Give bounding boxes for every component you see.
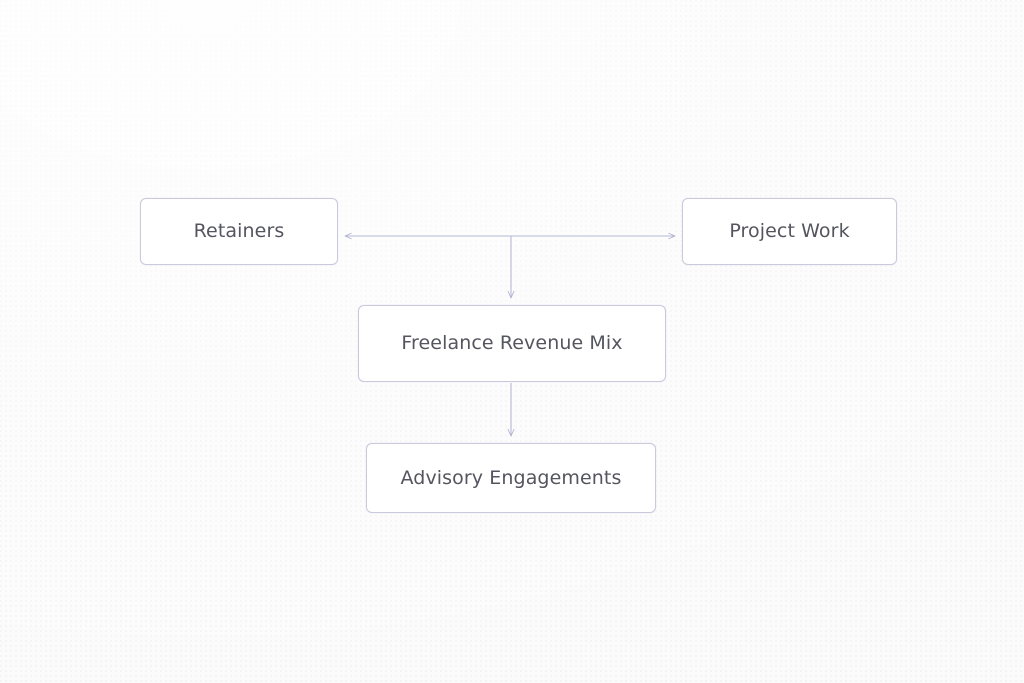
- node-retainers[interactable]: Retainers: [140, 198, 338, 265]
- node-advisory-engagements[interactable]: Advisory Engagements: [366, 443, 656, 513]
- node-project-work-label: Project Work: [729, 220, 850, 243]
- node-project-work[interactable]: Project Work: [682, 198, 897, 265]
- node-freelance-revenue-mix[interactable]: Freelance Revenue Mix: [358, 305, 666, 382]
- node-retainers-label: Retainers: [193, 220, 285, 243]
- node-advisory-engagements-label: Advisory Engagements: [400, 466, 622, 489]
- node-freelance-revenue-mix-label: Freelance Revenue Mix: [401, 332, 623, 355]
